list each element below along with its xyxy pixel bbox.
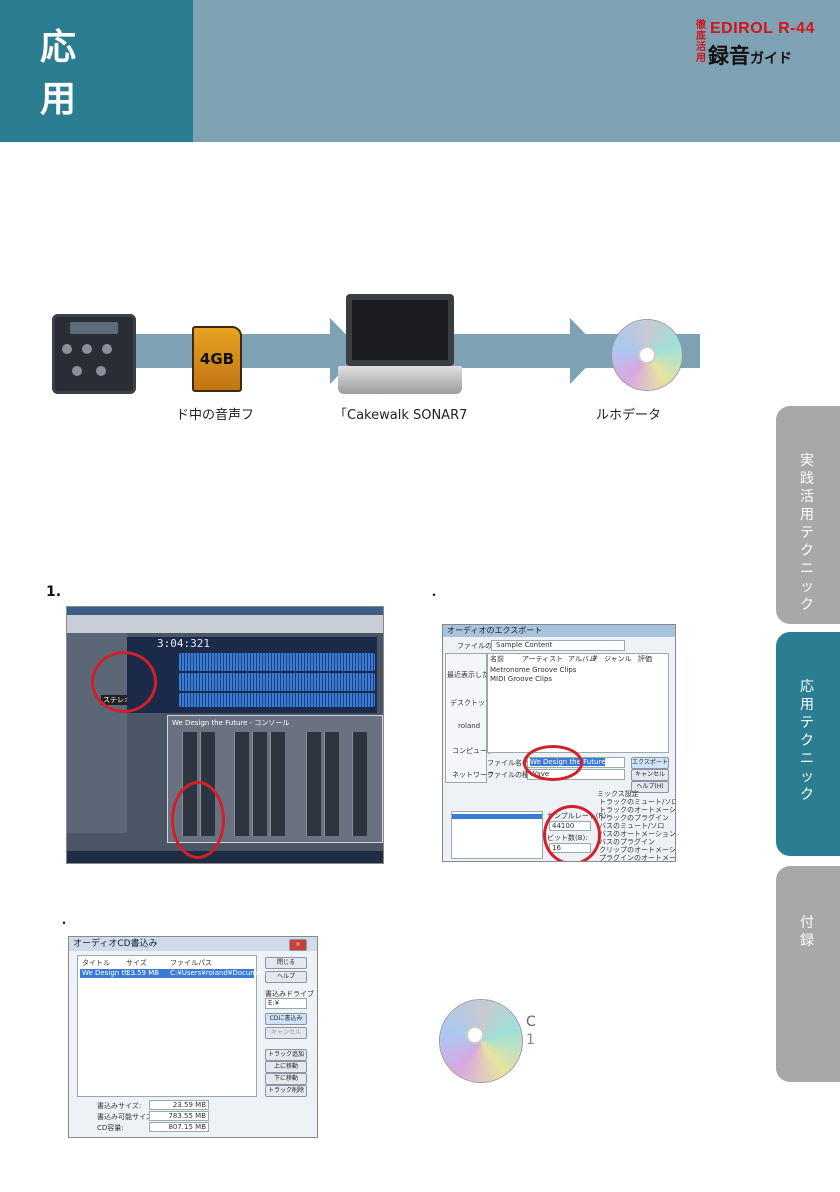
cd-cancel-button[interactable]: キャンセル bbox=[265, 1027, 307, 1039]
mix-option-8[interactable]: プラグインのオートメーション bbox=[599, 854, 676, 862]
cd-remove-track-button[interactable]: トラック削除 bbox=[265, 1085, 307, 1097]
cd-avail-label: 書込み可能サイズ: bbox=[97, 1113, 156, 1121]
col-artist: アーティスト bbox=[522, 655, 564, 663]
export-source-list bbox=[451, 811, 543, 859]
col-genre: ジャンル bbox=[604, 655, 632, 663]
logo-brand: EDIROL R-44 bbox=[710, 20, 815, 37]
export-places-bar: 最近表示した場所 デスクトップ roland コンピュータ ネットワーク bbox=[445, 653, 503, 783]
export-button[interactable]: エクスポート bbox=[631, 757, 669, 769]
sonar-toolbar bbox=[67, 615, 383, 633]
export-help-button[interactable]: ヘルプ(H) bbox=[631, 781, 669, 793]
section-char-2: 用 bbox=[39, 79, 76, 120]
mix-option-3[interactable]: トラックのプラグイン bbox=[599, 814, 669, 822]
cd-add-track-button[interactable]: トラック追加 bbox=[265, 1049, 307, 1061]
step-left-bullet: ・ bbox=[58, 916, 71, 930]
cd-move-down-button[interactable]: 下に移動 bbox=[265, 1073, 307, 1085]
side-tab-applied[interactable]: 応用テクニック bbox=[776, 632, 840, 856]
sonar-taskbar bbox=[67, 851, 383, 863]
highlight-circle-format bbox=[543, 805, 601, 861]
cd-size-value: 23.59 MB bbox=[172, 1101, 206, 1109]
mix-option-4[interactable]: バスのミュート/ソロ bbox=[599, 822, 665, 830]
guide-logo: 徹底活用 EDIROL R-44 録音ガイド bbox=[696, 20, 826, 72]
place-roland[interactable]: roland bbox=[458, 722, 481, 730]
cd-disc-image bbox=[612, 320, 682, 390]
logo-tag: 徹底活用 bbox=[696, 20, 706, 64]
step-1-number: 1. bbox=[46, 584, 62, 600]
caption-cd: ルホデータ bbox=[596, 408, 662, 423]
highlight-circle-track bbox=[91, 651, 157, 713]
cd-capacity-value: 807.15 MB bbox=[168, 1123, 206, 1131]
result-text-2: 1 bbox=[526, 1032, 535, 1048]
highlight-circle-fader bbox=[171, 781, 225, 859]
export-file-list: 名前 アーティスト アルバム # ジャンル 評価 Metronome Groov… bbox=[487, 653, 669, 753]
mix-option-1[interactable]: トラックのミュート/ソロ bbox=[599, 798, 676, 806]
workflow-diagram: 4GB ド中の音声フ 「Cakewalk SONAR7 ルホデータ bbox=[50, 292, 700, 423]
console-title: We Design the Future - コンソール bbox=[172, 719, 290, 727]
logo-guide-main: 録音 bbox=[708, 44, 750, 68]
filetype-label: ファイルの種類(T): bbox=[487, 771, 549, 779]
col-album: アルバム bbox=[568, 655, 596, 663]
side-tab-applied-label: 応用テクニック bbox=[800, 679, 814, 803]
filename-label: ファイル名(N): bbox=[487, 759, 536, 767]
caption-pc: 「Cakewalk SONAR7 bbox=[334, 408, 468, 423]
cd-track-list: タイトル サイズ ファイルパス We Design th... 23.59 MB… bbox=[77, 955, 284, 1097]
export-folder-label: ファイルの場所(I): bbox=[457, 642, 516, 650]
close-icon[interactable]: × bbox=[289, 939, 307, 951]
cd-capacity-label: CD容量: bbox=[97, 1124, 124, 1132]
export-folder-select[interactable]: Sample Content bbox=[491, 640, 625, 651]
recorder-device-image bbox=[52, 314, 136, 394]
cd-move-up-button[interactable]: 上に移動 bbox=[265, 1061, 307, 1073]
cd-write-dialog: オーディオCD書込み × タイトル サイズ ファイルパス We Design t… bbox=[68, 936, 318, 1138]
file-item-1[interactable]: Metronome Groove Clips bbox=[490, 666, 577, 674]
place-computer[interactable]: コンピュータ bbox=[452, 747, 494, 755]
sonar-track-view: 3:04:321 bbox=[127, 637, 377, 713]
export-cancel-button[interactable]: キャンセル bbox=[631, 769, 669, 781]
cd-track-row[interactable]: We Design th... 23.59 MB C:¥Users¥roland… bbox=[80, 969, 284, 978]
place-desktop[interactable]: デスクトップ bbox=[450, 699, 492, 707]
mix-option-2[interactable]: トラックのオートメーション bbox=[599, 806, 676, 814]
mix-option-7[interactable]: クリップのオートメーション bbox=[599, 846, 676, 854]
sd-card-capacity: 4GB bbox=[199, 350, 235, 368]
cd-col-path: ファイルパス bbox=[170, 959, 212, 967]
side-tab-appendix-label: 付録 bbox=[800, 915, 814, 949]
sonar-timecode: 3:04:321 bbox=[157, 637, 210, 650]
result-cd-image bbox=[440, 1000, 522, 1082]
mix-option-6[interactable]: バスのプラグイン bbox=[599, 838, 655, 846]
cd-drive-select[interactable]: E:¥ bbox=[265, 998, 307, 1009]
cd-col-title: タイトル bbox=[82, 959, 110, 967]
step-right-bullet: ・ bbox=[428, 588, 441, 602]
col-number: # bbox=[592, 654, 598, 662]
side-tab-practical[interactable]: 実践活用テクニック bbox=[776, 406, 840, 624]
laptop-image bbox=[338, 294, 462, 398]
cd-close-button[interactable]: 閉じる bbox=[265, 957, 307, 969]
sd-card-image: 4GB bbox=[192, 326, 242, 392]
place-recent[interactable]: 最近表示した場所 bbox=[447, 671, 503, 679]
cd-size-label: 書込みサイズ: bbox=[97, 1102, 142, 1110]
flow-arrow-2 bbox=[570, 318, 602, 384]
section-char-1: 応 bbox=[39, 27, 76, 68]
export-dialog: オーディオのエクスポート ファイルの場所(I): Sample Content … bbox=[442, 624, 676, 862]
col-rating: 評価 bbox=[638, 655, 652, 663]
highlight-circle-filename bbox=[523, 745, 583, 781]
cd-dialog-title: オーディオCD書込み bbox=[69, 937, 317, 951]
section-corner: 応 用 bbox=[0, 0, 193, 142]
logo-guide: 録音ガイド bbox=[708, 40, 792, 70]
col-name: 名前 bbox=[490, 655, 504, 663]
mix-option-5[interactable]: バスのオートメーション bbox=[599, 830, 676, 838]
side-tab-appendix[interactable]: 付録 bbox=[776, 866, 840, 1082]
cd-avail-value: 783.55 MB bbox=[168, 1112, 206, 1120]
place-network[interactable]: ネットワーク bbox=[452, 771, 494, 779]
export-dialog-title: オーディオのエクスポート bbox=[443, 625, 675, 637]
caption-sd: ド中の音声フ bbox=[176, 408, 255, 423]
cd-col-size: サイズ bbox=[126, 959, 147, 967]
cd-help-button[interactable]: ヘルプ bbox=[265, 971, 307, 983]
mix-label: ミックス設定 bbox=[597, 790, 639, 798]
cd-write-button[interactable]: CDに書込み bbox=[265, 1013, 307, 1025]
cd-drive-label: 書込みドライブ bbox=[265, 990, 314, 998]
result-text-1: C bbox=[526, 1014, 536, 1030]
side-tab-practical-label: 実践活用テクニック bbox=[800, 453, 814, 613]
logo-guide-sub: ガイド bbox=[750, 51, 792, 67]
file-item-2[interactable]: MIDI Groove Clips bbox=[490, 675, 553, 683]
sonar-screenshot: ステレオ 3:04:321 We Design the Future - コンソ… bbox=[66, 606, 384, 864]
